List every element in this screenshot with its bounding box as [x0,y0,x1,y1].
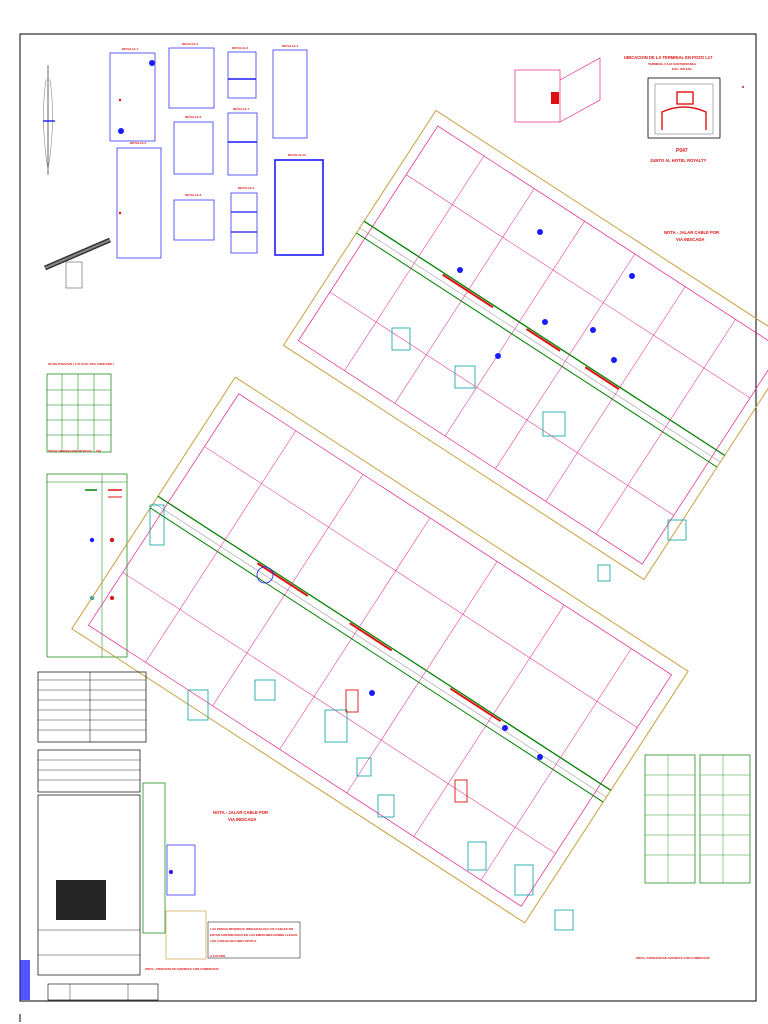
detail-title-1: DETALLE 1 [122,47,138,51]
lower-map: NOTA.- JALAR CABLE POR VIA INDICADA [71,376,689,931]
cable-drawing [43,65,111,289]
terminal-sub1: TERMINAL CAJA SUBTERRANEA [648,62,697,66]
detail-title-2: DETALLE 2 [182,42,198,46]
note-bottom-line1: NOTA.- JALAR CABLE POR [213,810,268,815]
fiber-total-label: TOTAL DERIVACION OPTICOS [48,449,91,453]
note-bottom-line2: VIA INDICADA [228,817,256,822]
footnote-right: PROG. ATENCION DE AVENIDAS CON COMERCIOS [636,956,710,960]
terminal-heading: UBICACION DE LA TERMINAL EN POZO L17 [624,55,713,60]
legend-line-3: LOS CABLES DE FIBRA OPTICA [210,939,257,943]
terminal-location-label: JUNTO AL HOTEL ROYALTY [650,158,707,163]
detail-title-6: DETALLE 6 [185,115,201,119]
legend-line-2: ESTAN CONTINUADAS EN LOS EMPALMES DONDE … [210,933,297,937]
detail-title-5: DETALLE 5 [130,141,146,145]
footnote-left: PROG. ATENCION DE AVENIDAS CON COMERCIOS [145,967,219,971]
legend-line-6: A FUTURO [210,954,226,958]
terminal-sub2: ESC: SIN ESC [672,67,693,71]
fiber-heading: HILOS PUESTOS ( 2 FL/FUS. DTO. INDICADO … [48,362,114,366]
route-tables: PROG. ATENCION DE AVENIDAS CON COMERCIOS [636,754,751,960]
note-top-line1: NOTA.- JALAR CABLE POR [664,230,719,235]
detail-title-3: DETALLE 3 [232,46,248,50]
detail-title-8: DETALLE 8 [185,193,201,197]
upper-map: NOTA.- JALAR CABLE POR VIA INDICADA [282,109,768,582]
detail-title-10: DETALLE 10 [288,153,306,157]
legend-line-1: LAS FIBRAS RESERVAS INDICADAS EN LOS CAB… [210,927,294,931]
detail-title-7: DETALLE 7 [233,107,249,111]
terminal-location: UBICACION DE LA TERMINAL EN POZO L17 TER… [514,55,744,163]
terminal-pozo: P047 [676,148,688,154]
note-top-line2: VIA INDICADA [676,237,704,242]
sheet-border [19,33,757,1002]
detail-title-9: DETALLE 9 [238,186,254,190]
fiber-table: HILOS PUESTOS ( 2 FL/FUS. DTO. INDICADO … [46,362,114,453]
fiber-total-value: 120 [96,449,101,453]
detail-title-4: DETALLE 4 [282,44,298,48]
title-block: LAS FIBRAS RESERVAS INDICADAS EN LOS CAB… [20,671,301,1001]
symbol-legend [46,473,128,658]
detail-panels: DETALLE 1 DETALLE 2 DETALLE 3 DETALLE 4 … [109,42,324,259]
